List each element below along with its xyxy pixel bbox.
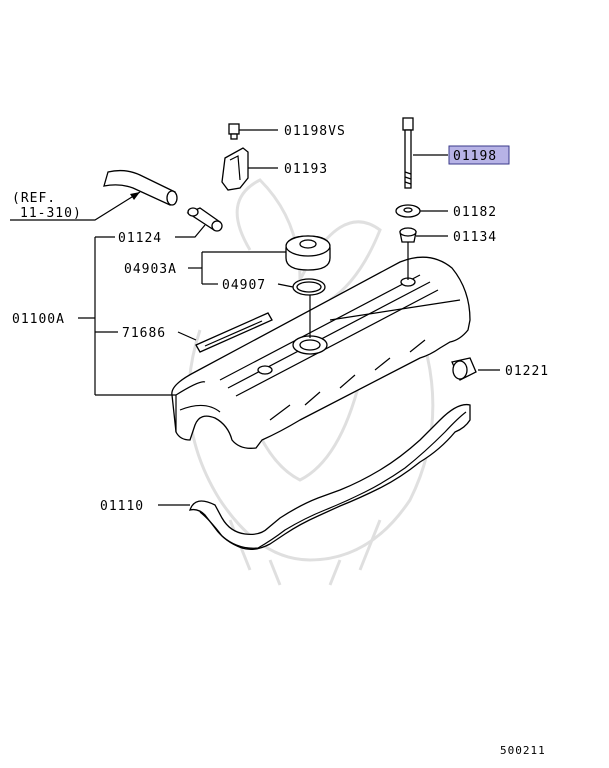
callout-01221[interactable]: 01221 xyxy=(505,364,549,379)
long-bolt-01198 xyxy=(402,117,414,189)
rubber-plug-01221 xyxy=(451,357,477,381)
callout-01198-highlight xyxy=(448,145,510,165)
callout-04903a[interactable]: 04903A xyxy=(124,262,177,277)
callout-01198vs[interactable]: 01198VS xyxy=(284,124,346,139)
name-plate-71686 xyxy=(195,312,273,353)
gasket-01110 xyxy=(189,403,471,550)
ref-label-line1: (REF. xyxy=(12,191,56,206)
washer-01182 xyxy=(395,204,421,218)
callout-01134[interactable]: 01134 xyxy=(453,230,497,245)
callout-04907[interactable]: 04907 xyxy=(222,278,266,293)
callout-01182[interactable]: 01182 xyxy=(453,205,497,220)
callout-01110[interactable]: 01110 xyxy=(100,499,144,514)
leader-lines xyxy=(10,129,500,506)
breather-hose xyxy=(103,169,178,206)
grommet-01134 xyxy=(399,227,417,243)
diagram-code: 500211 xyxy=(500,744,546,757)
callout-01124[interactable]: 01124 xyxy=(118,231,162,246)
ref-label-line2: 11-310) xyxy=(20,206,82,221)
callout-71686[interactable]: 71686 xyxy=(122,326,166,341)
rocker-cover xyxy=(171,256,471,449)
bracket-01193 xyxy=(221,147,249,191)
o-ring-04907 xyxy=(292,278,326,296)
callout-01193[interactable]: 01193 xyxy=(284,162,328,177)
callout-01100a[interactable]: 01100A xyxy=(12,312,65,327)
callout-01198[interactable]: 01198 xyxy=(453,149,497,164)
bolt-01198vs xyxy=(228,123,240,140)
pcv-nipple xyxy=(186,207,223,232)
oil-filler-cap xyxy=(285,235,331,271)
